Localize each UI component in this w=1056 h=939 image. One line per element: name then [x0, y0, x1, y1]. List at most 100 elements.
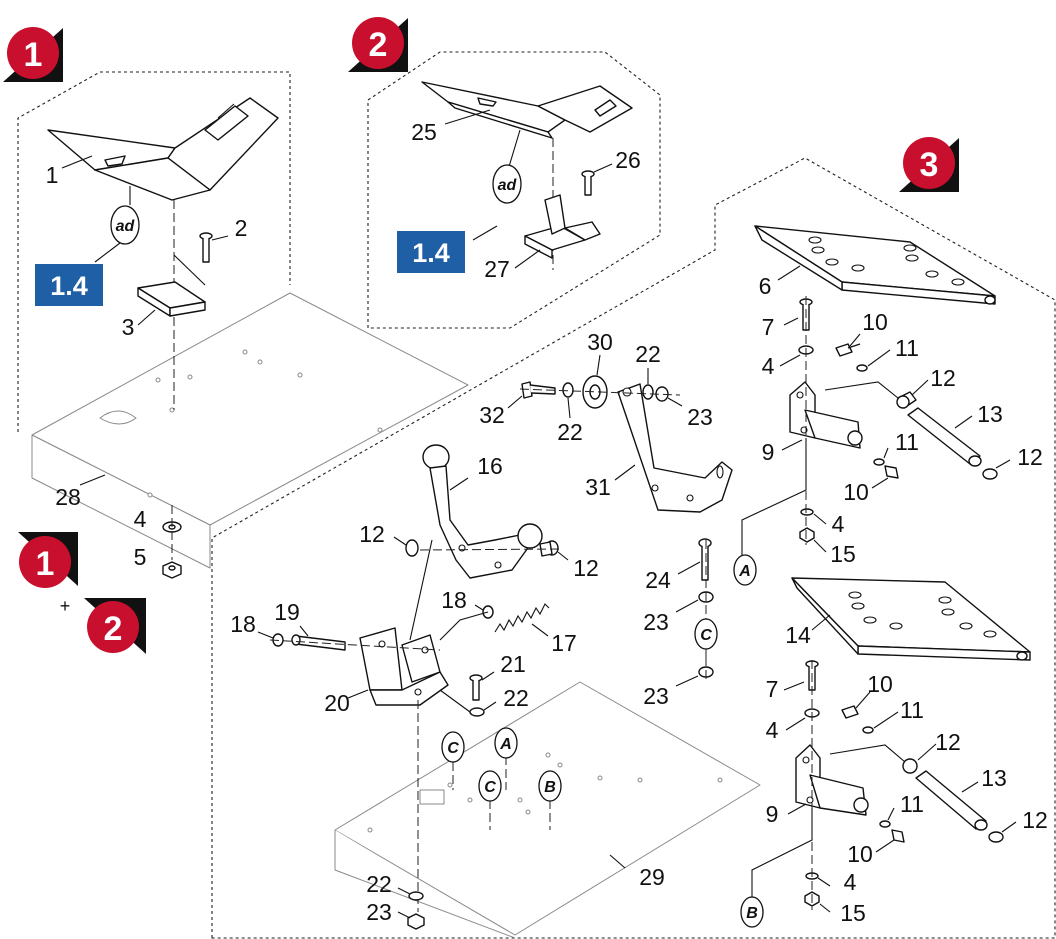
- nut-5: [162, 561, 182, 579]
- nut-15a: [799, 527, 815, 543]
- part-number-10: 10: [843, 479, 869, 505]
- bushing-12a: [896, 391, 917, 409]
- part-number-23: 23: [643, 683, 669, 709]
- part-number-12: 12: [359, 521, 385, 547]
- bracket-20: [359, 627, 449, 706]
- callout-A-right: A: [733, 554, 757, 586]
- step-badge-3: 3: [899, 137, 959, 192]
- part-number-7: 7: [762, 314, 775, 340]
- part-number-1: 1: [46, 162, 59, 188]
- part-number-9: 9: [762, 439, 775, 465]
- roller-30: [582, 375, 608, 409]
- svg-text:1.4: 1.4: [50, 271, 88, 301]
- step-badge-2: 2: [348, 17, 408, 72]
- washer-12b: [982, 468, 998, 480]
- svg-text:1: 1: [24, 36, 43, 74]
- part-number-26: 26: [615, 147, 641, 173]
- part-number-7: 7: [766, 676, 779, 702]
- group3-boundary: [211, 157, 1056, 939]
- callout-C-plate-left: C: [441, 731, 465, 763]
- callout-B-plate: B: [538, 770, 562, 802]
- step-badge-1-combo: 1: [18, 532, 78, 588]
- washer-4c: [800, 508, 814, 516]
- part-number-32: 32: [479, 402, 505, 428]
- part-number-4: 4: [832, 511, 845, 537]
- washer-11b: [873, 458, 885, 466]
- nut-23d: [407, 913, 425, 930]
- callout-C-bolt: C: [694, 618, 718, 650]
- svg-text:B: B: [544, 779, 556, 796]
- lever-31: [617, 383, 733, 513]
- bracket-9b: [795, 744, 869, 816]
- screw-10b: [884, 465, 899, 479]
- washer-11d: [879, 820, 891, 828]
- spring-17: [494, 603, 550, 633]
- svg-text:2: 2: [369, 26, 388, 64]
- callout-C-plate-mid: C: [478, 770, 502, 802]
- svg-text:B: B: [746, 905, 758, 922]
- screw-10c: [841, 705, 859, 719]
- step-badge-1: 1: [3, 27, 63, 82]
- part-number-12: 12: [930, 365, 956, 391]
- part-number-30: 30: [587, 329, 613, 355]
- ad-label-2: ad: [492, 164, 522, 204]
- part-number-15: 15: [840, 900, 866, 926]
- svg-text:3: 3: [920, 146, 939, 184]
- screw-10a: [835, 343, 861, 357]
- part-number-23: 23: [366, 899, 392, 925]
- part-number-29: 29: [639, 864, 665, 890]
- part-number-12: 12: [1022, 807, 1048, 833]
- part-number-17: 17: [551, 630, 577, 656]
- bushing-12c: [405, 539, 419, 557]
- screw-2: [199, 232, 213, 263]
- shaft-13b: [915, 770, 988, 831]
- svg-text:1.4: 1.4: [412, 238, 450, 268]
- part-number-22: 22: [503, 685, 529, 711]
- part-number-11: 11: [895, 335, 919, 361]
- part-number-22: 22: [635, 341, 661, 367]
- part-number-10: 10: [862, 309, 888, 335]
- part-number-4: 4: [844, 869, 857, 895]
- part-number-4: 4: [766, 717, 779, 743]
- washer-11c: [862, 726, 874, 734]
- washer-22d: [408, 891, 424, 901]
- washer-12f: [988, 831, 1004, 843]
- svg-text:1: 1: [36, 545, 55, 583]
- torque-badge-1: 1.4: [35, 264, 103, 306]
- part-number-21: 21: [500, 651, 526, 677]
- group1-boundary: [17, 71, 291, 432]
- part-number-28: 28: [55, 484, 81, 510]
- part-number-22: 22: [557, 419, 583, 445]
- plate-6: [754, 225, 996, 305]
- screw-10d: [891, 829, 905, 843]
- part-number-11: 11: [900, 697, 924, 723]
- bushing-12d: [539, 540, 559, 557]
- svg-text:C: C: [700, 627, 712, 644]
- part-number-12: 12: [935, 729, 961, 755]
- part-number-25: 25: [411, 119, 437, 145]
- part-number-18: 18: [441, 587, 467, 613]
- svg-text:2: 2: [104, 610, 123, 648]
- ad-label-1: ad: [110, 205, 140, 245]
- svg-text:C: C: [484, 779, 496, 796]
- washer-22a: [562, 382, 574, 398]
- svg-text:A: A: [738, 563, 751, 580]
- shaft-19: [291, 634, 346, 651]
- bracket-27: [524, 194, 601, 259]
- plate-14: [791, 577, 1031, 661]
- part-number-15: 15: [830, 541, 856, 567]
- plate-25: [421, 81, 633, 139]
- bracket-9a: [789, 381, 863, 449]
- bushing-12e: [902, 758, 918, 774]
- plate-1: [47, 97, 279, 201]
- svg-text:ad: ad: [116, 218, 136, 235]
- part-number-10: 10: [867, 671, 893, 697]
- part-number-9: 9: [766, 801, 779, 827]
- shaft-13a: [907, 407, 982, 467]
- part-number-20: 20: [324, 690, 350, 716]
- part-number-23: 23: [643, 609, 669, 635]
- svg-text:A: A: [499, 736, 512, 753]
